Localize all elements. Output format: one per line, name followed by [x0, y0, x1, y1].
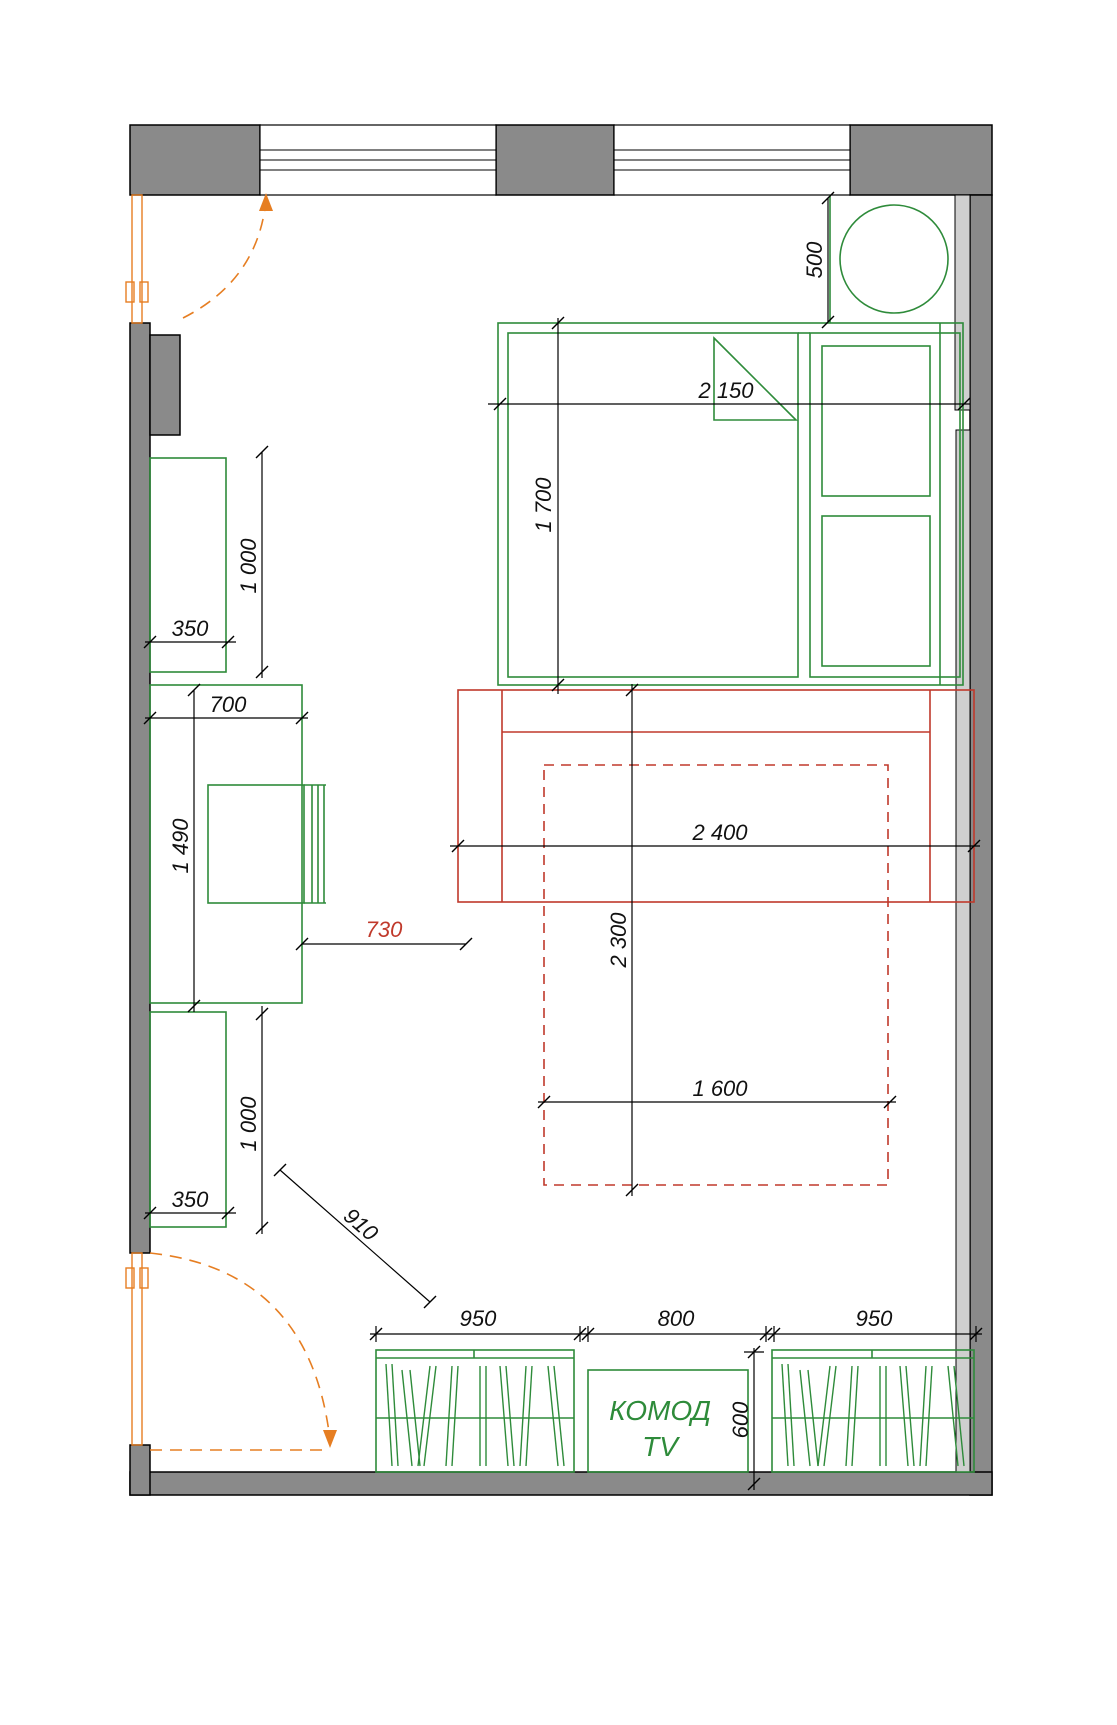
dresser-label-line1: КОМОД: [609, 1395, 711, 1426]
dim-clearance-red: 730: [366, 917, 403, 942]
dim-dresser-depth: 600: [728, 1401, 753, 1438]
dim-sofa-width: 2 400: [691, 820, 748, 845]
dim-desk-width: 700: [210, 692, 247, 717]
round-table: [829, 195, 949, 323]
window-right: [613, 124, 851, 196]
dimensions: 500 2 150 1 700 1 000 350 700 1 490: [143, 191, 983, 1491]
dim-table-width: 500: [802, 241, 827, 278]
dim-cabinet-bottom-length: 1 000: [236, 1096, 261, 1152]
desk-chair: [207, 784, 305, 904]
wall-top-middle: [495, 124, 615, 196]
dim-cabinet-bottom-depth: 350: [172, 1187, 209, 1212]
dim-shelf-left-width: 950: [460, 1306, 497, 1331]
shelf-left: [375, 1349, 575, 1473]
door-top: [125, 193, 273, 324]
dim-shelf-right-width: 950: [856, 1306, 893, 1331]
dim-desk-length: 1 490: [168, 818, 193, 874]
door-bottom-arrow-icon: [323, 1430, 337, 1448]
wall-left-pilaster: [149, 334, 181, 436]
desk: [149, 684, 326, 1004]
rug: [543, 764, 889, 1186]
wall-top-left: [129, 124, 261, 196]
dim-diagonal-clearance: 910: [339, 1203, 384, 1246]
bed: [497, 322, 964, 686]
bed-pillow: [713, 336, 798, 421]
dim-rug-length: 2 300: [606, 912, 631, 969]
windows: [259, 124, 851, 196]
window-left: [259, 124, 497, 196]
dim-bed-length: 1 700: [531, 477, 556, 533]
cabinet-top: [149, 457, 227, 673]
wall-left-bottom-stub: [129, 1444, 151, 1496]
dim-rug-width: 1 600: [692, 1076, 748, 1101]
dim-cabinet-top-depth: 350: [172, 616, 209, 641]
shelf-right: [771, 1349, 975, 1473]
wall-top-right: [849, 124, 993, 196]
dresser-label-line2: TV: [642, 1431, 680, 1462]
door-top-arrow-icon: [259, 193, 273, 211]
dresser-tv: КОМОД TV: [587, 1369, 749, 1473]
door-bottom: [125, 1252, 337, 1451]
wall-bottom: [129, 1471, 993, 1496]
dim-bed-width: 2 150: [697, 378, 754, 403]
sofa: [457, 689, 975, 903]
wall-left: [129, 322, 151, 1254]
walls: [129, 124, 993, 1496]
dim-cabinet-top-length: 1 000: [236, 538, 261, 594]
dim-dresser-width: 800: [658, 1306, 695, 1331]
